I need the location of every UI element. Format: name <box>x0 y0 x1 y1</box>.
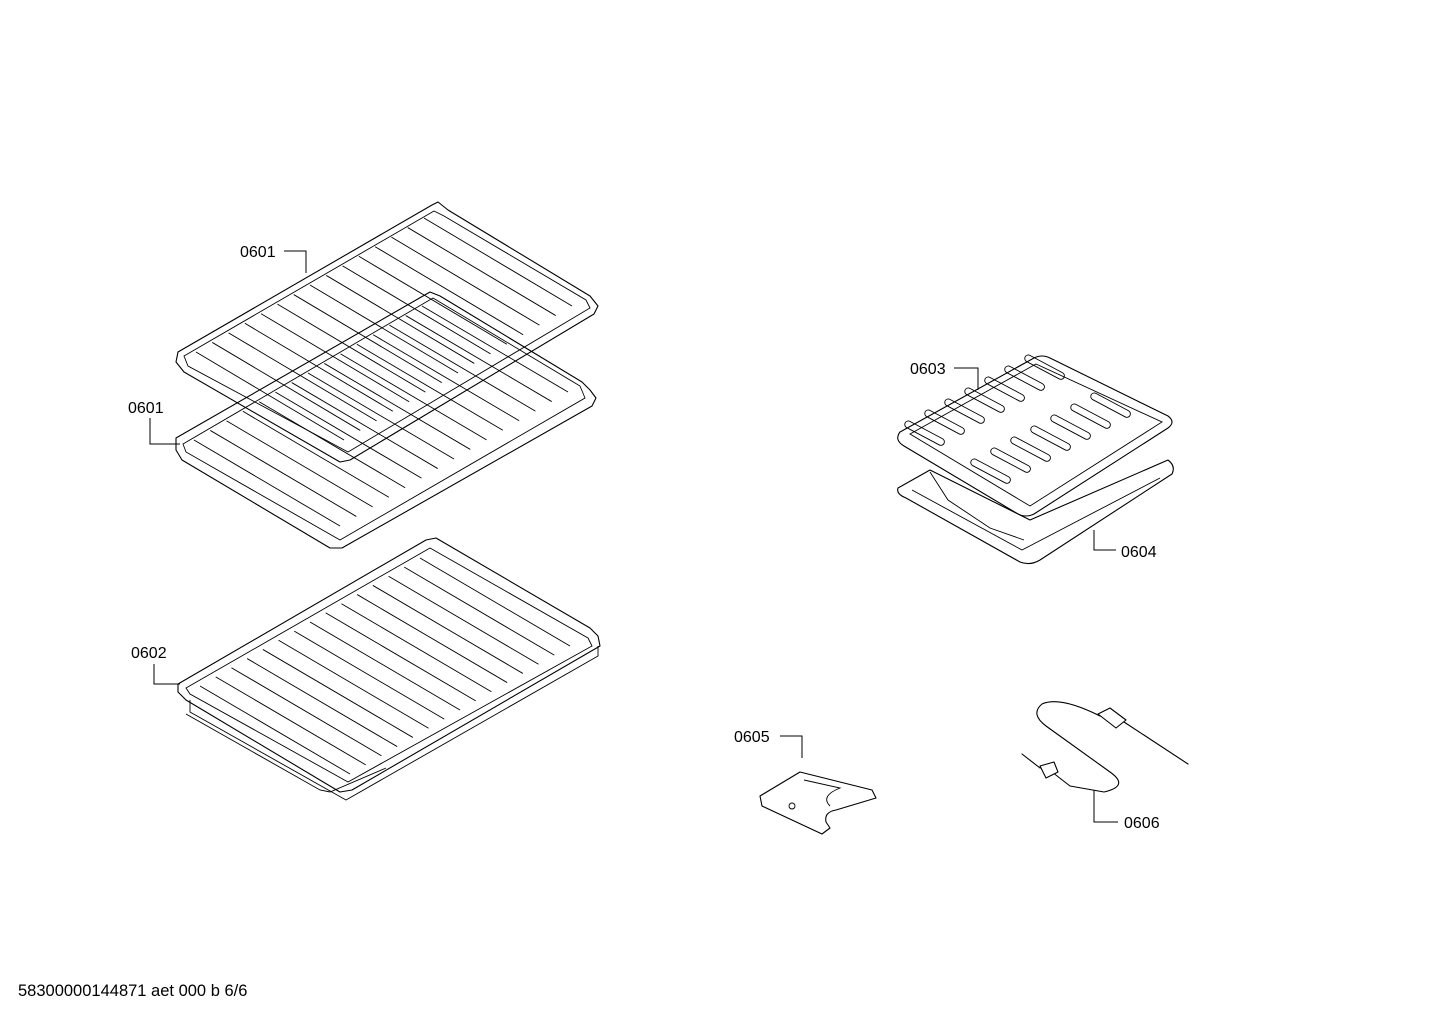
oven-rack-bottom <box>177 537 601 801</box>
rack-bottom-rung <box>231 667 382 757</box>
rack-top-rung <box>195 351 345 441</box>
rack-bottom-rung <box>388 575 539 665</box>
rack-middle-rung <box>389 324 536 412</box>
oven-rack-top <box>175 201 599 463</box>
rack-middle-rung <box>258 401 406 489</box>
callout-0605: 0605 <box>734 729 770 746</box>
rack-middle-rung <box>405 315 552 402</box>
rack-middle-rung <box>356 343 504 431</box>
rack-middle-rung <box>210 430 357 517</box>
callout-0602: 0602 <box>131 645 167 662</box>
rack-top-rung <box>228 332 377 422</box>
rack-middle-rung <box>242 410 390 498</box>
rack-top-rung <box>293 294 442 383</box>
bracket <box>759 771 877 835</box>
broiler-grid-slot <box>1004 365 1045 391</box>
rack-bottom-rung <box>419 557 571 647</box>
rack-bottom-rung <box>199 685 351 775</box>
broiler-grid-slot <box>1090 392 1131 418</box>
rack-bottom-rung <box>372 585 524 674</box>
rack-top-rung <box>244 322 394 412</box>
rack-bottom-rung <box>246 658 398 747</box>
callout-0606: 0606 <box>1124 815 1160 832</box>
broiler-grid <box>897 354 1173 517</box>
rack-top-rung <box>407 227 556 316</box>
broiler-grid-slot <box>1024 354 1065 380</box>
rack-middle-rung <box>275 391 422 479</box>
drawing-number: 58300000144871 aet 000 b 6/6 <box>18 982 248 1000</box>
rack-bottom-rung <box>325 612 476 702</box>
rack-bottom-rung <box>215 676 366 766</box>
broiler-grid-slot <box>924 409 965 435</box>
rack-middle-rung <box>307 372 455 460</box>
broiler-grid-slot <box>964 387 1005 413</box>
rack-middle-rung <box>324 363 471 450</box>
oven-rack-middle <box>175 291 597 549</box>
rack-bottom-rung <box>309 621 461 711</box>
rack-bottom-rung <box>278 639 429 729</box>
broiler-grid-slot <box>1010 436 1051 462</box>
rack-bottom-rung <box>294 630 445 720</box>
rack-bottom-rung <box>262 649 414 738</box>
broiler-grid-slot <box>1050 414 1091 440</box>
callout-0604: 0604 <box>1121 544 1157 561</box>
callout-0601-middle: 0601 <box>128 400 164 417</box>
rack-middle-rung <box>372 334 520 422</box>
rack-top-rung <box>260 313 410 403</box>
rack-top-rung <box>277 303 426 393</box>
rack-middle-rung <box>421 305 569 393</box>
broiler-grid-slot <box>1030 425 1071 451</box>
rack-middle-rung <box>193 439 341 527</box>
broiler-pan <box>897 459 1174 565</box>
rack-top-rung <box>391 236 540 326</box>
broiler-grid-slot <box>984 376 1025 402</box>
broiler-grid-slot <box>970 458 1011 484</box>
rack-top-rung <box>212 342 361 431</box>
rack-middle-rung <box>226 420 373 508</box>
broiler-grid-slot <box>1070 403 1111 429</box>
rack-top-rung <box>342 265 491 355</box>
broiler-grid-slot <box>944 398 985 424</box>
rack-middle-rung <box>291 382 438 469</box>
broiler-grid-slot <box>990 447 1031 473</box>
broiler-grid-slot <box>904 420 945 446</box>
rack-bottom-rung <box>341 603 492 693</box>
rack-bottom-rung <box>356 594 508 683</box>
rack-top-rung <box>423 217 573 307</box>
callout-0601-top: 0601 <box>240 244 276 261</box>
rack-bottom-rung <box>404 566 555 656</box>
rack-middle-rung <box>340 353 487 441</box>
leader-lines <box>149 250 1118 823</box>
rack-top-rung <box>374 246 524 336</box>
rack-top-rung <box>358 255 508 345</box>
rack-top-rung <box>309 284 459 374</box>
callout-0603: 0603 <box>910 361 946 378</box>
rack-top-rung <box>326 275 475 364</box>
meat-probe <box>1021 701 1189 793</box>
